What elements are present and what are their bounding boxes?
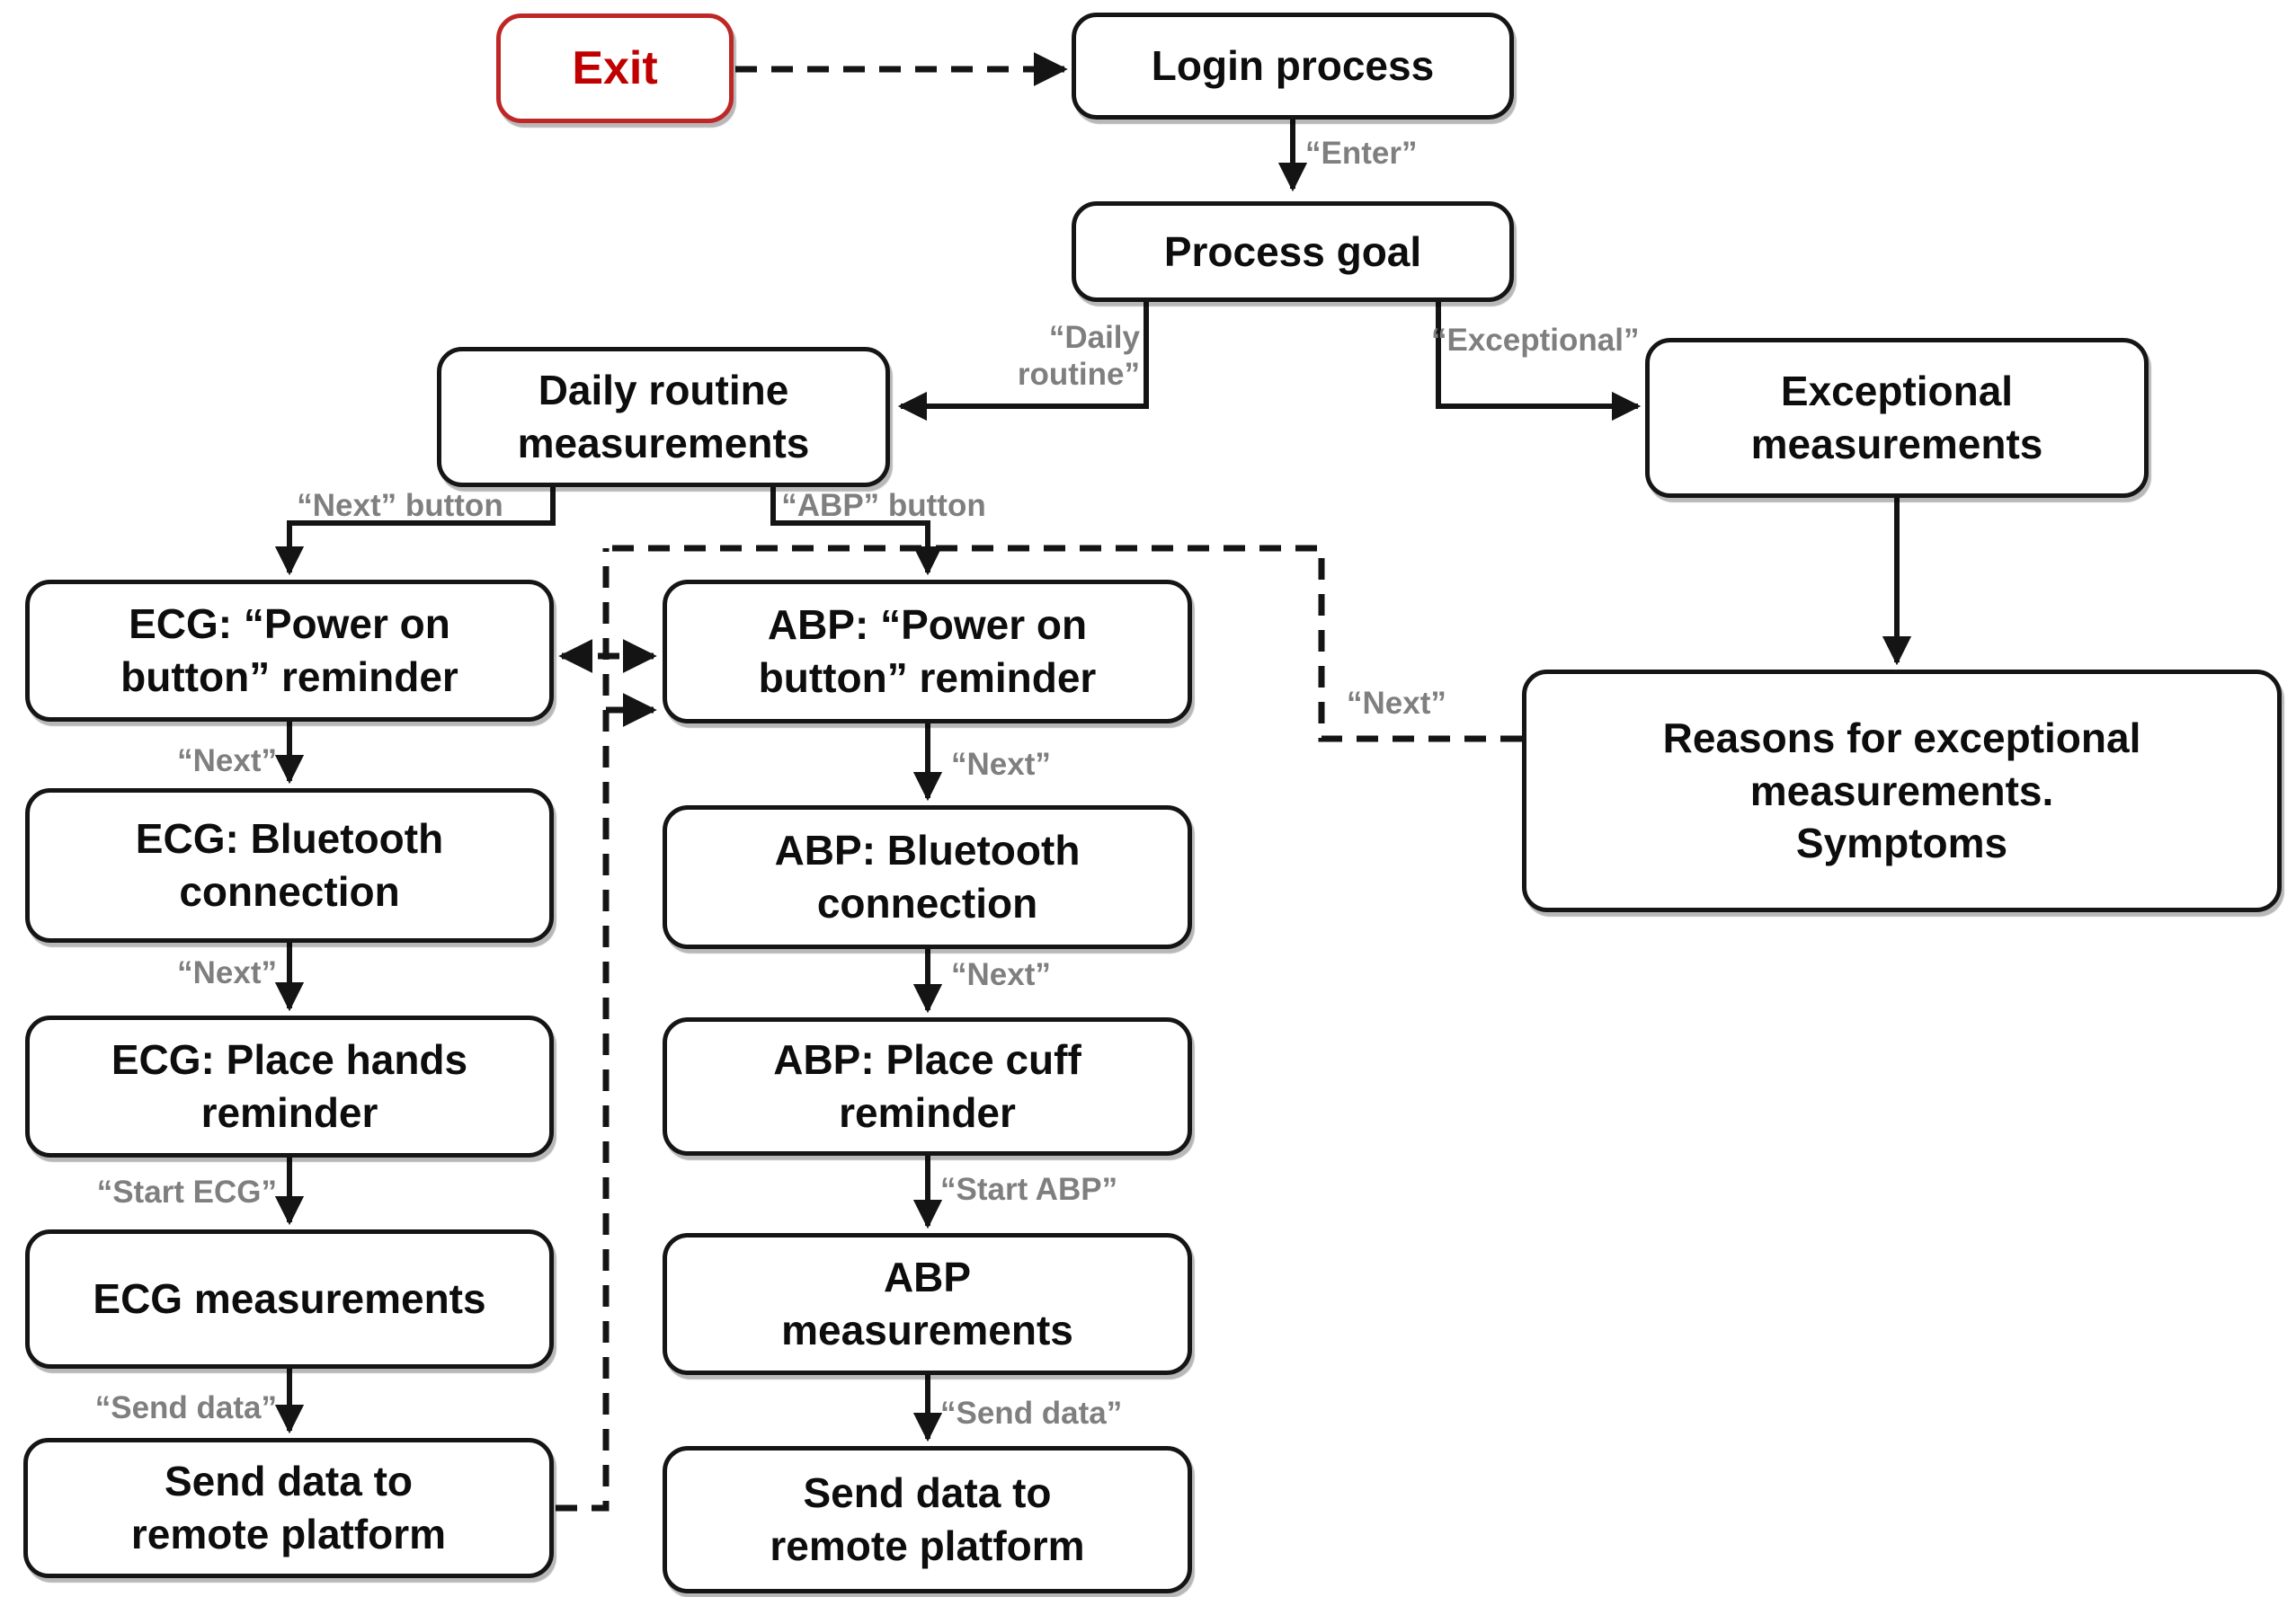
edge-label-abp-next-1: “Next”	[951, 747, 1051, 782]
node-abp-send-data: Send data to remote platform	[663, 1446, 1192, 1593]
node-exceptional-measurements: Exceptional measurements	[1645, 338, 2149, 498]
edge-dailyroutine-to-abppower	[770, 487, 943, 576]
edge-processgoal-to-dailyroutine	[897, 302, 1149, 421]
edge-label-enter: “Enter”	[1305, 136, 1418, 171]
node-ecg-place-hands-reminder: ECG: Place hands reminder	[25, 1016, 554, 1158]
edge-label-ecg-next-2: “Next”	[177, 955, 277, 990]
edge-ecgsend-return-path	[556, 548, 610, 1512]
edge-label-daily-routine: “Daily routine”	[1017, 320, 1140, 393]
edge-label-start-ecg: “Start ECG”	[96, 1175, 277, 1210]
node-abp-place-cuff-reminder: ABP: Place cuff reminder	[663, 1017, 1192, 1156]
edge-label-reasons-next: “Next”	[1347, 686, 1446, 721]
edge-label-start-abp: “Start ABP”	[940, 1172, 1118, 1207]
node-abp-power-on-reminder: ABP: “Power on button” reminder	[663, 580, 1192, 723]
node-ecg-power-on-reminder: ECG: “Power on button” reminder	[25, 580, 554, 722]
edge-reasons-return-path	[606, 545, 1522, 742]
node-login-process: Login process	[1072, 13, 1514, 120]
edge-label-abp-button: “ABP” button	[781, 488, 986, 523]
edge-label-abp-next-2: “Next”	[951, 957, 1051, 992]
edge-label-ecg-send-data: “Send data”	[94, 1390, 277, 1425]
node-daily-routine-measurements: Daily routine measurements	[437, 347, 890, 487]
node-ecg-measurements: ECG measurements	[25, 1229, 554, 1369]
node-exit: Exit	[496, 13, 734, 123]
edge-label-abp-send-data: “Send data”	[940, 1396, 1123, 1431]
node-abp-measurements: ABP measurements	[663, 1233, 1192, 1375]
edge-label-exceptional: “Exceptional”	[1431, 323, 1640, 358]
edge-label-next-button: “Next” button	[297, 488, 503, 523]
node-ecg-bluetooth-connection: ECG: Bluetooth connection	[25, 788, 554, 943]
edge-processgoal-to-exceptional	[1436, 302, 1642, 421]
node-ecg-send-data: Send data to remote platform	[23, 1438, 554, 1578]
edge-dailyroutine-to-ecgpower	[274, 487, 556, 576]
edge-label-ecg-next-1: “Next”	[177, 743, 277, 778]
node-reasons-symptoms: Reasons for exceptional measurements. Sy…	[1522, 670, 2282, 912]
node-abp-bluetooth-connection: ABP: Bluetooth connection	[663, 805, 1192, 949]
node-process-goal: Process goal	[1072, 201, 1514, 302]
